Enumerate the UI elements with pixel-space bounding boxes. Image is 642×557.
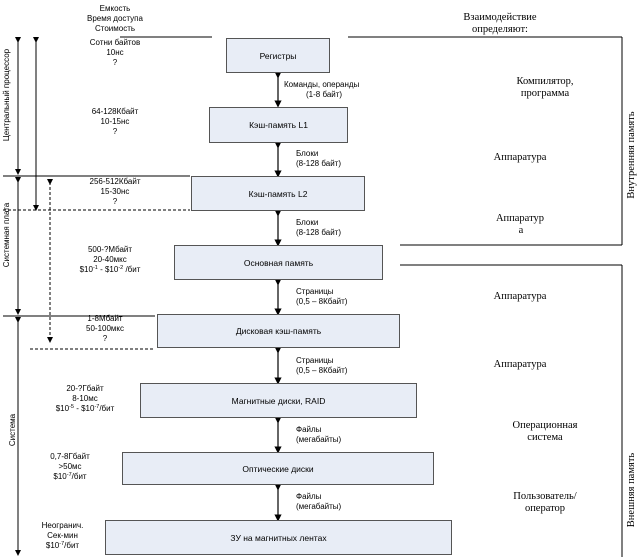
spec-access: 8-10мс (72, 394, 98, 403)
agent-user: Пользователь/ оператор (513, 491, 577, 514)
level-label: Кэш-память L1 (249, 120, 308, 130)
spec-cost: ? (112, 58, 118, 67)
spec-cost: ? (102, 334, 108, 343)
transfer-label-6: Файлы (мегабайты) (296, 425, 342, 444)
header-cost: Стоимость (94, 24, 136, 33)
spec-access: 50-100мкс (86, 324, 124, 333)
specs-optical-disks: 0,7-8Гбайт >50мс $10-7/бит (20, 452, 120, 482)
specs-main-memory: 500-?Мбайт 20-40мкс $10-1 - $10-2 /бит (55, 245, 165, 275)
level-label: Регистры (259, 50, 297, 61)
level-cache-l1: Кэш-память L1 (209, 107, 348, 143)
specs-cache-l2: 256-512Кбайт 15-30нс ? (60, 177, 170, 207)
level-label: Кэш-память L2 (248, 188, 308, 199)
specs-cache-l1: 64-128Кбайт 10-15нс ? (60, 107, 170, 137)
spec-cost: $10-5 - $10-7/бит (55, 404, 115, 413)
transfer-label-7: Файлы (мегабайты) (296, 492, 342, 511)
transfer-label-4: Страницы (0,5 – 8Кбайт) (296, 287, 348, 306)
spec-access: Сек-мин (47, 531, 78, 540)
level-magnetic-disks: Магнитные диски, RAID (140, 383, 417, 418)
level-label: Дисковая кэш-память (235, 326, 322, 336)
level-cache-l2: Кэш-память L2 (191, 176, 365, 211)
spec-access: 15-30нс (100, 187, 130, 196)
spec-capacity: Сотни байтов (89, 38, 141, 47)
column-header-left: Емкость Время доступа Стоимость (60, 4, 170, 34)
agent-hardware-2: Аппаратур а (495, 213, 545, 236)
group-internal-memory: Внутренняя память (626, 111, 637, 199)
agent-hardware-1: Аппаратура (493, 152, 547, 163)
group-board: Системная плата (2, 202, 11, 268)
spec-capacity: 500-?Мбайт (87, 245, 133, 254)
spec-cost: $10-1 - $10-2 /бит (79, 265, 141, 274)
spec-capacity: Неогранич. (41, 521, 84, 530)
spec-capacity: 64-128Кбайт (91, 107, 139, 116)
header-determined-by: определяют: (472, 24, 528, 35)
spec-capacity: 256-512Кбайт (89, 177, 141, 186)
specs-registers: Сотни байтов 10нс ? (60, 38, 170, 68)
spec-capacity: 0,7-8Гбайт (50, 452, 90, 461)
transfer-label-5: Страницы (0,5 – 8Кбайт) (296, 356, 348, 375)
agent-hardware-4: Аппаратура (493, 359, 547, 370)
header-interaction: Взаимодействие (463, 12, 537, 23)
specs-tape: Неогранич. Сек-мин $10-7/бит (20, 521, 105, 551)
transfer-label-1: Команды, операнды (1-8 байт) (284, 80, 360, 99)
transfer-label-3: Блоки (8-128 байт) (296, 218, 341, 237)
spec-cost: ? (112, 197, 118, 206)
specs-disk-cache: 1-8Мбайт 50-100мкс ? (50, 314, 160, 344)
level-label: Основная память (243, 257, 314, 268)
spec-access: 20-40мкс (93, 255, 127, 264)
level-registers: Регистры (226, 38, 330, 73)
header-access-time: Время доступа (87, 14, 143, 23)
specs-magnetic-disks: 20-?Гбайт 8-10мс $10-5 - $10-7/бит (30, 384, 140, 414)
level-label: ЗУ на магнитных лентах (230, 532, 327, 543)
column-header-right: Взаимодействие определяют: (440, 12, 560, 36)
spec-cost: $10-7/бит (53, 472, 87, 481)
level-optical-disks: Оптические диски (122, 452, 434, 485)
transfer-label-2: Блоки (8-128 байт) (296, 149, 341, 168)
level-main-memory: Основная память (174, 245, 383, 280)
spec-access: 10нс (106, 48, 124, 57)
level-label: Оптические диски (242, 463, 314, 474)
level-label: Магнитные диски, RAID (231, 395, 326, 406)
spec-cost: $10-7/бит (45, 541, 80, 550)
level-tape: ЗУ на магнитных лентах (105, 520, 452, 555)
spec-access: 10-15нс (100, 117, 130, 126)
group-cpu: Центральный процессор (2, 48, 11, 142)
group-system: Система (8, 413, 17, 447)
spec-access: >50мс (58, 462, 82, 471)
level-disk-cache: Дисковая кэш-память (157, 314, 400, 348)
header-capacity: Емкость (99, 4, 131, 13)
agent-compiler: Компилятор, программа (516, 76, 574, 99)
group-external-memory: Внешняя память (626, 452, 637, 528)
spec-capacity: 20-?Гбайт (66, 384, 104, 393)
spec-cost: ? (112, 127, 118, 136)
spec-capacity: 1-8Мбайт (87, 314, 123, 323)
agent-hardware-3: Аппаратура (493, 291, 547, 302)
agent-os: Операционная система (512, 420, 578, 443)
